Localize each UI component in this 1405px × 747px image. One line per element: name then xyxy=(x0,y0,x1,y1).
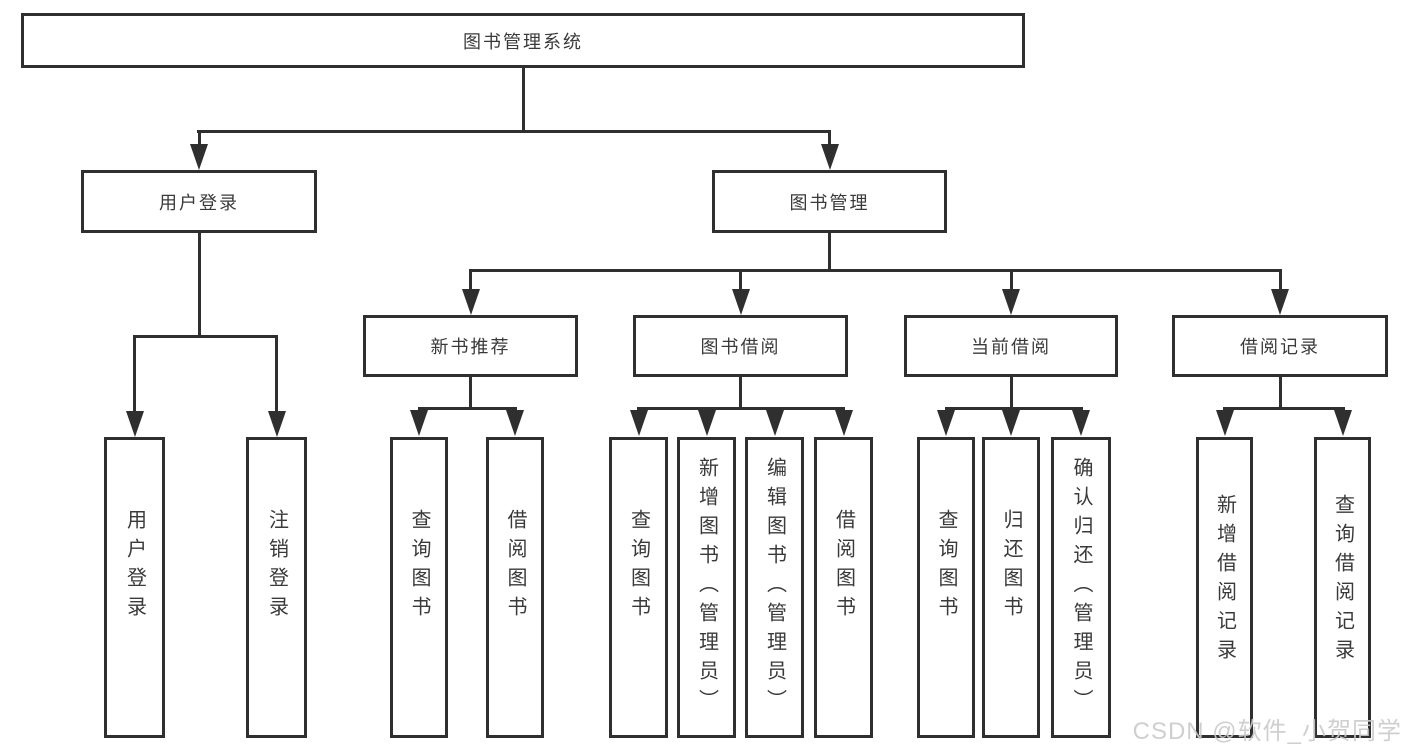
connector-line xyxy=(1223,407,1345,410)
arrow-down xyxy=(765,410,784,436)
connector-line xyxy=(739,269,742,293)
connector-line xyxy=(133,335,278,338)
arrow-down xyxy=(1271,289,1289,315)
connector-line xyxy=(828,130,831,148)
leaf-borrow-add-books-admin: 新增图书（管理员） xyxy=(677,437,736,738)
arrow-down xyxy=(125,411,144,437)
arrow-down xyxy=(506,410,524,436)
watermark: CSDN @软件_小贺同学 xyxy=(1132,718,1402,745)
connector-line xyxy=(197,130,201,148)
leaf-current-query-books: 查询图书 xyxy=(917,437,975,738)
node-book-borrow-label: 图书借阅 xyxy=(700,337,781,357)
arrow-down xyxy=(937,410,955,436)
leaf-borrow-borrow-books-label: 借阅图书 xyxy=(832,508,855,625)
arrow-down xyxy=(1072,410,1090,436)
leaf-recommend-query-books-label: 查询图书 xyxy=(408,508,430,625)
connector-line xyxy=(1278,377,1282,410)
leaf-borrow-query-books: 查询图书 xyxy=(609,437,668,738)
node-root-label: 图书管理系统 xyxy=(463,31,583,52)
leaf-current-confirm-return-admin-label: 确认归还（管理员） xyxy=(1070,457,1092,718)
arrow-down xyxy=(1215,410,1234,436)
node-new-book-recommend-label: 新书推荐 xyxy=(430,337,511,357)
connector-line xyxy=(197,130,831,133)
arrow-down xyxy=(1002,410,1020,436)
leaf-borrow-query-books-label: 查询图书 xyxy=(627,508,650,625)
node-borrow-records-label: 借阅记录 xyxy=(1240,337,1320,357)
leaf-borrow-edit-books-admin: 编辑图书（管理员） xyxy=(745,437,804,738)
arrow-down xyxy=(820,144,839,170)
leaf-recommend-borrow-books: 借阅图书 xyxy=(486,437,544,738)
leaf-current-query-books-label: 查询图书 xyxy=(935,508,957,625)
arrow-down xyxy=(834,410,853,436)
leaf-borrow-borrow-books: 借阅图书 xyxy=(814,437,873,738)
arrow-down xyxy=(410,410,428,436)
node-user-login-label: 用户登录 xyxy=(159,192,239,213)
leaf-recommend-query-books: 查询图书 xyxy=(390,437,448,738)
connector-line xyxy=(521,68,525,133)
connector-line xyxy=(828,233,831,272)
node-current-borrow: 当前借阅 xyxy=(904,315,1118,377)
arrow-down xyxy=(267,411,286,437)
leaf-records-add-record: 新增借阅记录 xyxy=(1196,437,1253,738)
connector-line xyxy=(417,407,517,410)
arrow-down xyxy=(731,289,750,315)
connector-line xyxy=(469,269,472,293)
leaf-user-login-label: 用户登录 xyxy=(123,508,146,625)
connector-line xyxy=(637,407,845,410)
arrow-down xyxy=(461,289,480,315)
arrow-down xyxy=(190,144,208,170)
connector-line xyxy=(1009,377,1013,410)
node-book-borrow: 图书借阅 xyxy=(633,315,848,377)
leaf-current-confirm-return-admin: 确认归还（管理员） xyxy=(1051,437,1111,738)
leaf-logout-label: 注销登录 xyxy=(265,508,288,625)
leaf-records-add-record-label: 新增借阅记录 xyxy=(1213,493,1236,668)
leaf-recommend-borrow-books-label: 借阅图书 xyxy=(504,508,526,625)
arrow-down xyxy=(1333,410,1352,436)
leaf-current-return-books-label: 归还图书 xyxy=(1000,508,1022,625)
node-book-management-label: 图书管理 xyxy=(789,192,870,213)
node-borrow-records: 借阅记录 xyxy=(1172,315,1388,377)
connector-line xyxy=(1278,269,1282,293)
node-new-book-recommend: 新书推荐 xyxy=(363,315,578,377)
connector-line xyxy=(469,377,472,410)
node-root: 图书管理系统 xyxy=(21,13,1025,68)
connector-line xyxy=(275,335,278,413)
connector-line xyxy=(944,407,1083,410)
arrow-down xyxy=(629,410,648,436)
arrow-down xyxy=(1002,289,1020,315)
connector-line xyxy=(133,335,136,413)
connector-line xyxy=(739,377,742,410)
node-current-borrow-label: 当前借阅 xyxy=(971,337,1051,357)
leaf-records-query-record-label: 查询借阅记录 xyxy=(1331,493,1354,668)
connector-line xyxy=(469,269,1280,272)
leaf-logout: 注销登录 xyxy=(246,437,307,738)
leaf-current-return-books: 归还图书 xyxy=(982,437,1040,738)
arrow-down xyxy=(697,410,716,436)
connector-line xyxy=(1009,269,1013,293)
leaf-borrow-add-books-admin-label: 新增图书（管理员） xyxy=(695,457,718,718)
node-user-login: 用户登录 xyxy=(81,170,317,233)
leaf-borrow-edit-books-admin-label: 编辑图书（管理员） xyxy=(763,457,786,718)
node-book-management: 图书管理 xyxy=(712,170,947,233)
leaf-user-login: 用户登录 xyxy=(104,437,165,738)
connector-line xyxy=(197,233,201,337)
leaf-records-query-record: 查询借阅记录 xyxy=(1314,437,1371,738)
